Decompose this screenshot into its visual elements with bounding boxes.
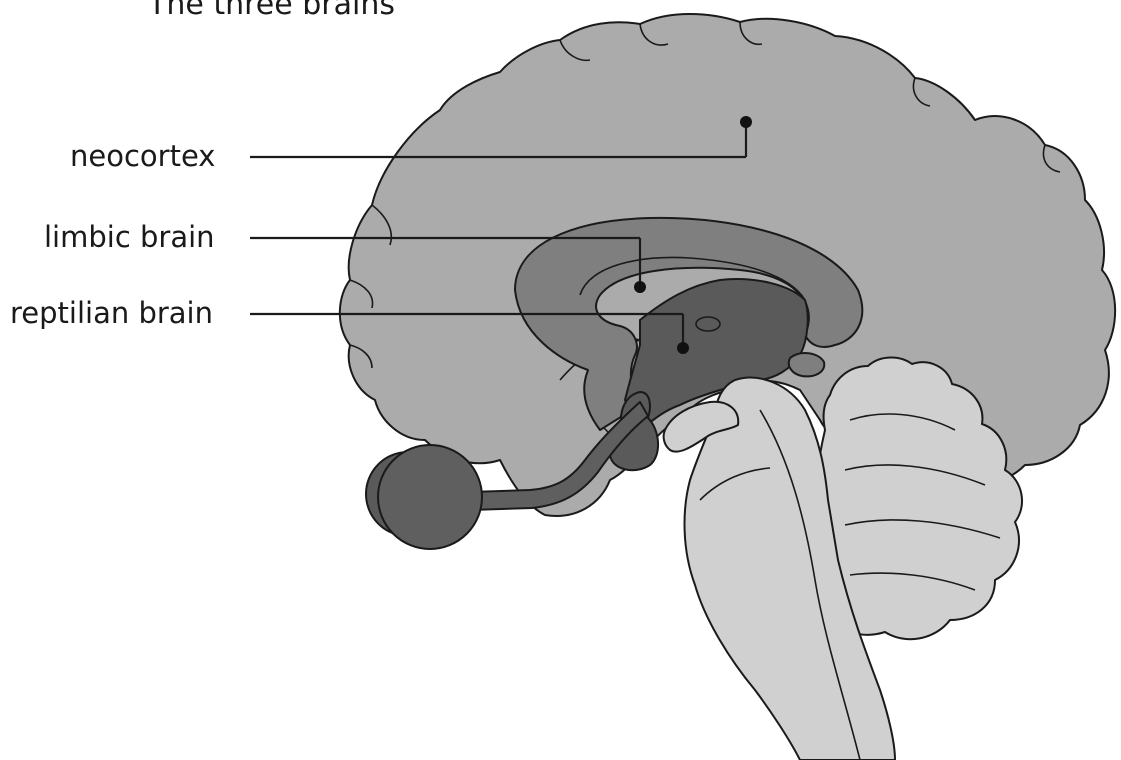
olfactory-bulb-front [378, 445, 482, 549]
pineal-nub [789, 353, 824, 376]
limbic-brain-label: limbic brain [44, 220, 215, 254]
limbic-marker-dot [634, 281, 646, 293]
reptilian-brain-label: reptilian brain [10, 296, 213, 330]
reptilian-marker-dot [677, 342, 689, 354]
neocortex-label: neocortex [70, 139, 215, 173]
figure-title: The three brains [147, 0, 395, 22]
neocortex-marker-dot [740, 116, 752, 128]
